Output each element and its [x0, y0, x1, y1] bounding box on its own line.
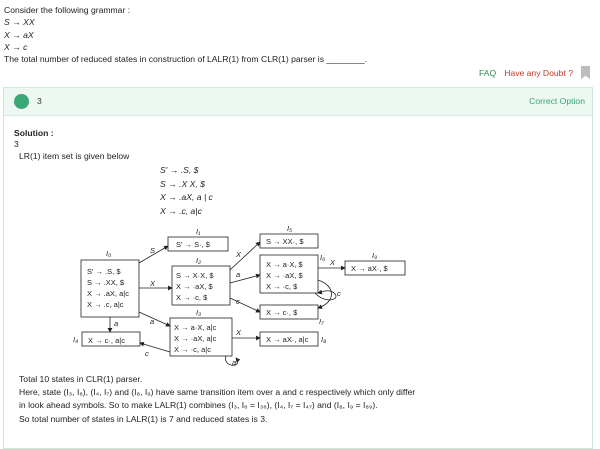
summary-line-2: Here, state (I₃, I₆), (I₄, I₇) and (I₈, … — [19, 387, 416, 398]
edge-label-5: c — [236, 297, 240, 306]
production-1: S′ → .S, $ — [160, 165, 199, 175]
edge-I3-I4 — [139, 341, 171, 353]
answer-value: 3 — [37, 96, 42, 106]
grammar-rule-3: X → c — [4, 41, 28, 52]
state-I1-label: I₁ — [196, 227, 201, 236]
I6-item-1: X → a·X, $ — [266, 260, 304, 269]
lr-intro: LR(1) item set is given below — [19, 151, 130, 161]
state-I0-box — [80, 259, 140, 318]
edge-I2-I6 — [229, 273, 261, 284]
I0-item-2: S → .XX, $ — [87, 278, 125, 287]
production-4: X → .c, a|c — [160, 205, 202, 216]
state-I5-box — [259, 233, 319, 249]
state-I0-label: I₀ — [106, 249, 111, 258]
I2-item-2: X → ·aX, $ — [176, 282, 214, 291]
summary-line-1: Total 10 states in CLR(1) parser. — [19, 374, 143, 384]
state-I5-label: I₅ — [287, 224, 292, 233]
question-links: FAQ Have any Doubt ? — [479, 66, 590, 79]
edge-label-1: S — [150, 246, 155, 255]
I7-item-1: X → c·, $ — [266, 308, 298, 317]
state-I2-label: I₂ — [196, 256, 201, 265]
state-I6-label: I₆ — [320, 253, 325, 262]
I2-item-3: X → ·c, $ — [176, 293, 208, 302]
edge-I0-I1 — [138, 245, 169, 264]
I3-item-1: X → a·X, a|c — [174, 323, 217, 332]
I3-item-2: X → ·aX, a|c — [174, 334, 217, 343]
edge-I2-I7 — [229, 297, 261, 313]
grammar-rule-1: S → XX — [4, 17, 35, 28]
correct-indicator-icon — [14, 94, 29, 109]
edge-label-12: a — [232, 358, 236, 367]
edge-label-6: X — [235, 328, 242, 337]
question-prompt: The total number of reduced states in co… — [4, 54, 368, 65]
state-I2-box — [171, 265, 231, 306]
grammar-rule-2: X → aX — [4, 29, 34, 40]
question-intro: Consider the following grammar : — [4, 5, 131, 15]
answer-card: 3 Correct Option — [3, 87, 593, 449]
edge-I6-I7 — [317, 279, 332, 310]
state-I4-label: I₄ — [73, 335, 78, 344]
I5-item-1: S → XX·, $ — [266, 237, 304, 246]
state-I7-label: I₇ — [319, 317, 324, 326]
state-I9-label: I₉ — [372, 251, 377, 260]
edge-I3-self — [225, 355, 241, 366]
solution-header: Solution : 3 — [14, 128, 54, 150]
I8-item-1: X → aX·, a|c — [266, 335, 309, 344]
I3-item-3: X → ·c, a|c — [174, 345, 211, 354]
correct-option-label: Correct Option — [529, 96, 585, 106]
faq-link[interactable]: FAQ — [479, 67, 497, 78]
state-I3-label: I₃ — [196, 308, 201, 317]
I0-item-1: S′ → .S, $ — [87, 267, 121, 276]
state-I1-box — [167, 236, 229, 252]
state-I3-box — [169, 317, 233, 357]
solution-heading: Solution : — [14, 128, 54, 138]
summary-line-3: in look ahead symbols. So to make LALR(1… — [19, 400, 378, 411]
state-I8-label: I₈ — [321, 335, 326, 344]
edge-label-4: a — [236, 270, 240, 279]
edge-label-3: X — [235, 250, 242, 259]
state-I6-box — [259, 254, 319, 294]
production-3: X → .aX, a | c — [160, 192, 213, 202]
production-2: S → .X X, $ — [160, 178, 205, 189]
summary-line-4: So total number of states in LALR(1) is … — [19, 413, 268, 424]
I9-item-1: X → aX·, $ — [351, 264, 389, 273]
edge-label-2: X — [149, 279, 156, 288]
edge-label-8: a — [114, 319, 118, 328]
answer-header: 3 Correct Option — [4, 88, 592, 116]
edge-label-9: c — [145, 349, 149, 358]
doubt-link[interactable]: Have any Doubt ? — [504, 67, 573, 78]
question-text: Consider the following grammar : S → XX … — [4, 4, 367, 65]
edge-label-10: X — [329, 258, 336, 267]
I6-item-2: X → ·aX, $ — [266, 271, 304, 280]
edge-label-7: a — [150, 317, 154, 326]
solution-value: 3 — [14, 139, 19, 149]
I6-item-3: X → ·c, $ — [266, 282, 298, 291]
production-list: S′ → .S, $ S → .X X, $ X → .aX, a | c X … — [160, 164, 213, 218]
edge-I6-self — [314, 289, 337, 301]
edge-I0-I3 — [138, 311, 171, 327]
edge-I2-I5 — [229, 241, 261, 271]
I1-item-1: S′ → S·, $ — [176, 240, 211, 249]
edge-label-11: c — [337, 289, 341, 298]
I0-item-4: X → .c, a|c — [87, 300, 124, 309]
bookmark-icon[interactable] — [581, 66, 590, 79]
solution-summary: Total 10 states in CLR(1) parser. Here, … — [19, 373, 589, 426]
I4-item-1: X → c·, a|c — [88, 336, 125, 345]
I2-item-1: S → X·X, $ — [176, 271, 214, 280]
I0-item-3: X → .aX, a|c — [87, 289, 129, 298]
